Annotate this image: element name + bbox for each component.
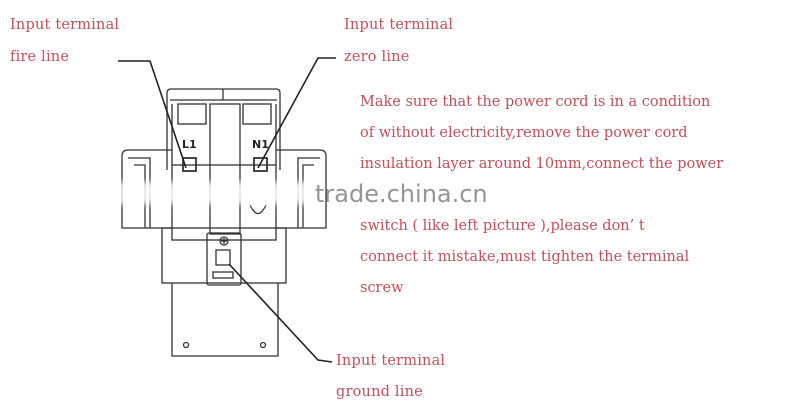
ground-line-label-2: ground line: [336, 384, 423, 400]
watermark: trade.china.cn: [315, 180, 488, 208]
switch-device: [121, 88, 327, 357]
fire-line-leader: [118, 60, 187, 169]
zero-line-leader: [257, 57, 336, 169]
instruction-line: screw: [360, 280, 404, 296]
terminal-l1-label: L1: [182, 138, 197, 151]
terminal-n1-label: N1: [252, 138, 269, 151]
fire-line-label-2: fire line: [10, 49, 70, 65]
instruction-line: Make sure that the power cord is in a co…: [360, 94, 711, 110]
ground-line-leader: [228, 263, 333, 363]
watermark-blur: [118, 182, 316, 204]
instruction-line: connect it mistake,must tighten the term…: [360, 249, 690, 265]
zero-line-label-2: zero line: [344, 49, 410, 65]
ground-line-label-1: Input terminal: [336, 353, 446, 369]
fire-line-label-1: Input terminal: [10, 17, 120, 33]
instruction-line: of without electricity,remove the power …: [360, 125, 688, 141]
instruction-line: insulation layer around 10mm,connect the…: [360, 156, 724, 172]
zero-line-label-1: Input terminal: [344, 17, 454, 33]
instruction-line: switch ( like left picture ),please don’…: [360, 218, 645, 234]
